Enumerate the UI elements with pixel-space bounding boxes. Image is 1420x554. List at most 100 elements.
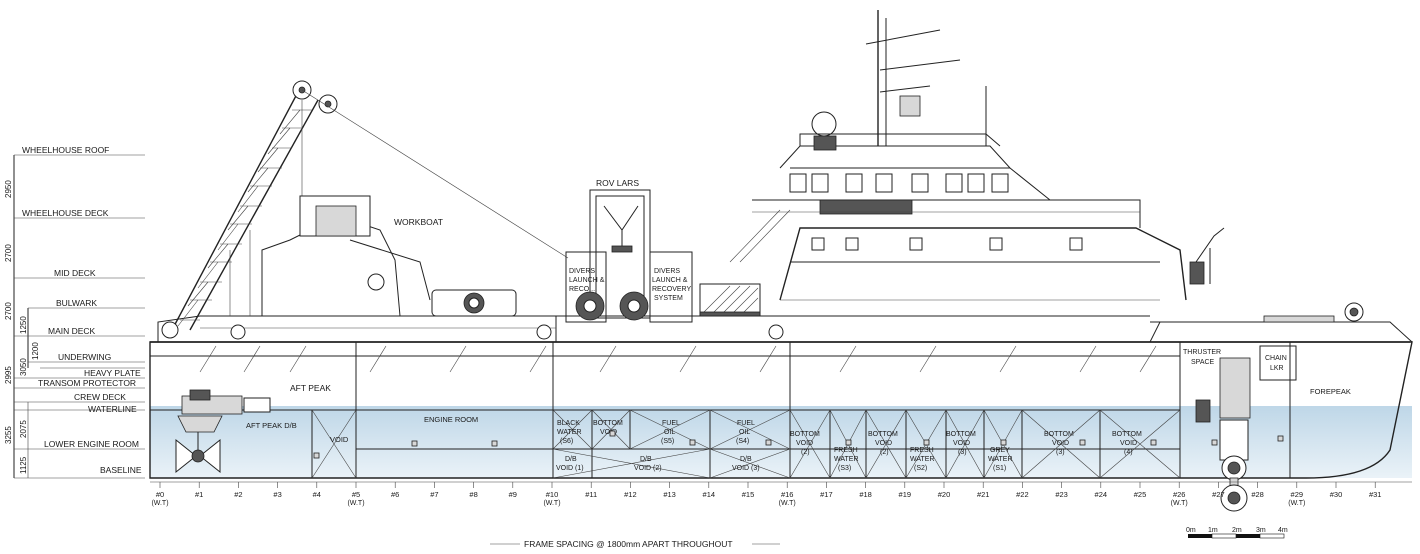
level-crew-deck: CREW DECK bbox=[74, 392, 126, 402]
dim-2995: 2995 bbox=[4, 366, 13, 384]
rov-lars: ROV LARS bbox=[589, 178, 651, 319]
label-black-water-3: (S6) bbox=[560, 438, 573, 445]
frame-label: #10 bbox=[546, 490, 559, 499]
level-wheelhouse-deck: WHEELHOUSE DECK bbox=[22, 208, 109, 218]
frame-label: #24 bbox=[1095, 490, 1108, 499]
frame-label: #18 bbox=[859, 490, 872, 499]
dim-lower-engine-room: 3255 bbox=[4, 426, 13, 444]
hull-frame-diagonals bbox=[199, 345, 1157, 373]
dim-mid-deck: 2700 bbox=[4, 302, 13, 320]
frame-watertight-label: (W.T) bbox=[151, 500, 168, 507]
label-black-water-2: WATER bbox=[557, 429, 582, 436]
label-bottom-void-4-3: (4) bbox=[1124, 449, 1133, 456]
frame-label: #23 bbox=[1055, 490, 1068, 499]
label-bottom-void-2b-2: VOID bbox=[875, 440, 892, 447]
frame-watertight-label: (W.T) bbox=[347, 500, 364, 507]
dlrs2-line1: DIVERS bbox=[654, 268, 680, 275]
label-grey-water-3: (S1) bbox=[993, 465, 1006, 472]
bow-thruster bbox=[1195, 357, 1251, 512]
frame-label: #14 bbox=[703, 490, 716, 499]
dim-3050: 3050 bbox=[19, 358, 28, 376]
frame-label: #25 bbox=[1134, 490, 1147, 499]
dlrs1-line2: LAUNCH & bbox=[569, 277, 605, 284]
frame-label: #16 bbox=[781, 490, 794, 499]
label-db-void-3a: D/B bbox=[740, 456, 752, 463]
frame-label: #7 bbox=[430, 490, 438, 499]
label-aft-peak: AFT PEAK bbox=[290, 383, 331, 393]
level-waterline: WATERLINE bbox=[88, 404, 137, 414]
frame-label: #5 bbox=[352, 490, 360, 499]
label-fuel-oil-s5-1: FUEL bbox=[662, 420, 680, 427]
level-dimensions: 2950 2700 2700 1250 1200 3050 2995 2075 … bbox=[4, 180, 40, 474]
frame-label: #4 bbox=[313, 490, 321, 499]
divers-launch-system-1: DIVERS LAUNCH & RECO... bbox=[565, 251, 607, 323]
mast bbox=[865, 10, 987, 146]
frame-label: #31 bbox=[1369, 490, 1382, 499]
label-thruster-space-1: THRUSTER bbox=[1183, 349, 1221, 356]
level-wheelhouse-roof: WHEELHOUSE ROOF bbox=[22, 145, 109, 155]
level-underwing: UNDERWING bbox=[58, 352, 111, 362]
workboat-label: WORKBOAT bbox=[394, 217, 443, 227]
dim-wheelhouse-deck: 2700 bbox=[4, 244, 13, 262]
label-db-void-1b: VOID (1) bbox=[556, 465, 584, 472]
dlrs1-line1: DIVERS bbox=[569, 268, 595, 275]
main-deck-structure bbox=[157, 299, 1160, 343]
label-bottom-void-3b-1: BOTTOM bbox=[1044, 431, 1074, 438]
label-db-void-2a: D/B bbox=[640, 456, 652, 463]
label-forepeak: FOREPEAK bbox=[1310, 387, 1351, 396]
label-bottom-void-4-2: VOID bbox=[1120, 440, 1137, 447]
label-black-water-1: BLACK bbox=[557, 420, 580, 427]
deck-container bbox=[699, 283, 761, 317]
wheelhouse-windows bbox=[789, 173, 1009, 193]
label-bottom-void-3b-3: (3) bbox=[1056, 449, 1065, 456]
level-main-deck: MAIN DECK bbox=[48, 326, 96, 336]
dlrs1-line3: RECO... bbox=[569, 286, 595, 293]
frame-label: #11 bbox=[585, 490, 597, 499]
frame-label: #26 bbox=[1173, 490, 1186, 499]
bridge-deck-railing bbox=[729, 199, 1140, 263]
frame-label: #12 bbox=[624, 490, 637, 499]
label-fuel-oil-s4-2: OIL bbox=[739, 429, 750, 436]
label-bottom-void-3a-3: (3) bbox=[958, 449, 967, 456]
frame-label: #9 bbox=[509, 490, 517, 499]
label-db-void-2b: VOID (2) bbox=[634, 465, 662, 472]
label-db-void-1a: D/B bbox=[565, 456, 577, 463]
frame-watertight-label: (W.T) bbox=[779, 500, 796, 507]
scale-0: 0m bbox=[1186, 527, 1196, 534]
label-bottom-void-2a-3: (2) bbox=[801, 449, 810, 456]
dlrs2-line3: RECOVERY bbox=[652, 286, 691, 293]
chain-locker bbox=[1259, 345, 1297, 381]
dlrs2-line4: SYSTEM bbox=[654, 295, 683, 302]
label-db-void-3b: VOID (3) bbox=[732, 465, 760, 472]
accommodation-block bbox=[752, 111, 1187, 301]
scale-1: 1m bbox=[1208, 527, 1218, 534]
label-fuel-oil-s5-2: OIL bbox=[664, 429, 675, 436]
frame-label: #3 bbox=[273, 490, 281, 499]
level-heavy-plate: HEAVY PLATE bbox=[84, 368, 141, 378]
level-lower-engine-room: LOWER ENGINE ROOM bbox=[44, 439, 139, 449]
label-grey-water-1: GREY bbox=[990, 447, 1010, 454]
frame-label: #19 bbox=[899, 490, 912, 499]
rov-lars-label: ROV LARS bbox=[596, 178, 639, 188]
level-baseline: BASELINE bbox=[100, 465, 142, 475]
tank-crosses bbox=[311, 409, 1181, 479]
label-bottom-void-1a: BOTTOM bbox=[593, 420, 623, 427]
label-fuel-oil-s4-3: (S4) bbox=[736, 438, 749, 445]
label-fresh-water-s2-3: (S2) bbox=[914, 465, 927, 472]
scale-3: 3m bbox=[1256, 527, 1266, 534]
frame-spacing-text: FRAME SPACING @ 1800mm APART THROUGHOUT bbox=[524, 539, 733, 549]
label-bottom-void-2b-3: (2) bbox=[880, 449, 889, 456]
scale-2: 2m bbox=[1232, 527, 1242, 534]
frame-label: #27 bbox=[1212, 490, 1225, 499]
frame-label: #30 bbox=[1330, 490, 1343, 499]
aft-propulsion bbox=[175, 389, 271, 474]
frame-label: #29 bbox=[1291, 490, 1304, 499]
label-chain-lkr-1: CHAIN bbox=[1265, 355, 1287, 362]
level-scale bbox=[13, 154, 145, 479]
frame-spacing-note: FRAME SPACING @ 1800mm APART THROUGHOUT bbox=[490, 539, 780, 549]
label-bottom-void-1b: VOID bbox=[600, 429, 617, 436]
frame-label: #1 bbox=[195, 490, 203, 499]
tank-markers bbox=[313, 430, 1284, 459]
scale-4: 4m bbox=[1278, 527, 1288, 534]
